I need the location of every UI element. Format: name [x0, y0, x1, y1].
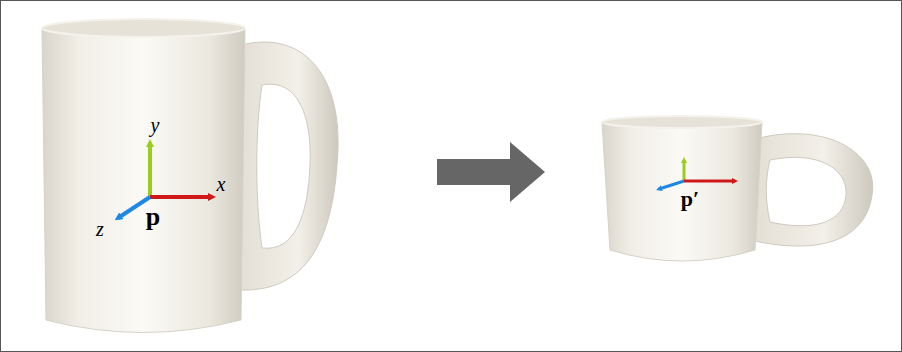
z-axis-arrow — [118, 197, 150, 218]
point-label: p — [146, 204, 160, 230]
large-mug — [42, 19, 338, 333]
mug-rim — [42, 19, 245, 37]
axis-label: x — [217, 174, 226, 194]
mug-body — [602, 122, 762, 261]
small-mug — [602, 116, 873, 261]
z-axis-arrow — [659, 181, 684, 189]
y-axis-arrow — [148, 143, 152, 197]
point-label: p′ — [681, 188, 699, 210]
mug-rim — [602, 116, 762, 128]
transform-arrow — [437, 142, 545, 202]
coordinate-axes — [118, 143, 212, 218]
axis-label: z — [96, 219, 104, 239]
axis-label: y — [151, 115, 160, 135]
coordinate-axes — [659, 160, 735, 189]
x-axis-arrow — [684, 180, 735, 183]
x-axis-arrow — [150, 195, 212, 199]
mug-body — [42, 28, 245, 333]
mug-handle — [750, 134, 873, 246]
y-axis-arrow — [683, 160, 686, 181]
mug-handle — [238, 42, 338, 290]
